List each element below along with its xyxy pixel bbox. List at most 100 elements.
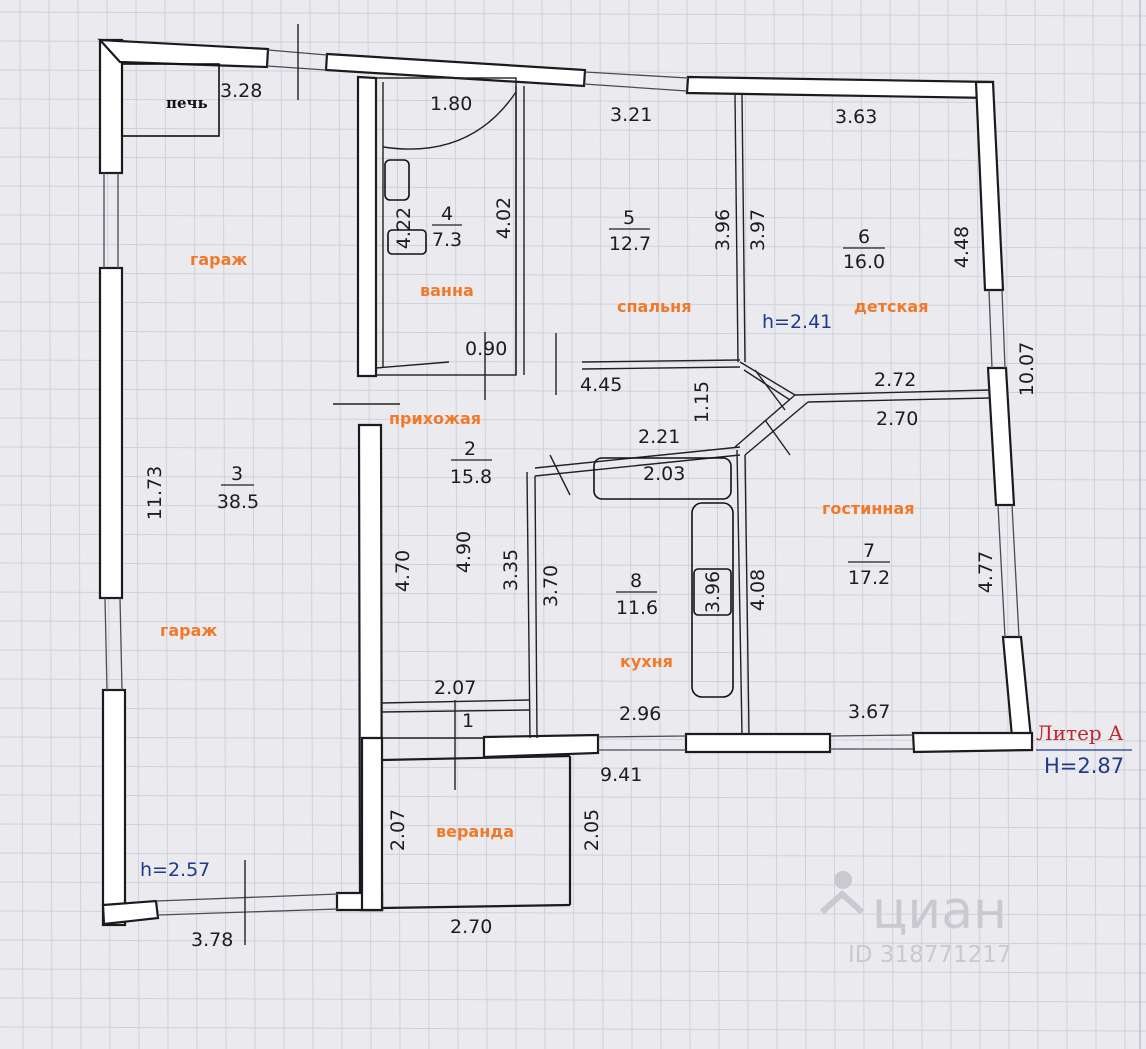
grid-line	[0, 214, 1146, 220]
dim-hall-490: 4.90	[453, 531, 475, 573]
dim-bed-top: 3.21	[610, 104, 652, 126]
grid-line	[0, 156, 1146, 162]
dim-kit-221: 2.21	[638, 426, 680, 448]
dim-bath-right: 4.02	[493, 197, 515, 239]
grid-line	[0, 939, 1146, 945]
dim-lr-bottom: 3.67	[848, 701, 890, 723]
dim-bath-left: 4.22	[393, 207, 415, 249]
room-number-6: 6	[858, 226, 870, 248]
dim-tick-7	[549, 454, 571, 496]
grid-line	[628, 0, 633, 1049]
room-area-3: 38.5	[217, 491, 259, 513]
grid-line	[135, 0, 140, 1049]
grid-line	[251, 0, 256, 1049]
total-height: H=2.87	[1044, 754, 1124, 778]
grid-line	[1121, 0, 1126, 1049]
watermark: циан ID 318771217	[819, 871, 1012, 968]
dim-lr-272: 2.72	[874, 369, 916, 391]
bath-bottom-wall	[375, 361, 450, 369]
dim-ver-left: 2.07	[387, 809, 409, 851]
room-name-bath: ванна	[420, 281, 474, 300]
grid-line	[164, 0, 169, 1049]
dim-kit-bottom: 2.96	[619, 703, 661, 725]
kitchen-left-wall	[526, 471, 531, 739]
dim-kids-left: 3.97	[747, 209, 769, 251]
grid-line	[48, 0, 53, 1049]
grid-line	[802, 0, 807, 1049]
window-south-2	[829, 734, 914, 737]
grid-line	[686, 0, 691, 1049]
grid-line	[512, 0, 517, 1049]
grid-line	[454, 0, 459, 1049]
wall-north-2	[685, 75, 995, 100]
grid-line	[0, 185, 1146, 191]
grid-line	[0, 40, 1146, 46]
grid-line	[0, 997, 1146, 1003]
room-number-2: 2	[464, 438, 476, 460]
grid-line	[1005, 0, 1010, 1049]
room-area-6: 16.0	[843, 251, 885, 273]
dim-tick-8	[754, 369, 786, 411]
dim-ver-bottom: 2.70	[450, 916, 492, 938]
window-east-1b	[1001, 289, 1006, 369]
room-area-7: 17.2	[848, 567, 890, 589]
dim-east-total: 10.07	[1016, 342, 1038, 396]
dim-garage-bottom: 3.78	[191, 929, 233, 951]
grid-line	[773, 0, 778, 1049]
room-name-living: гостинная	[822, 499, 915, 518]
bath-fixture-1	[384, 159, 410, 201]
grid-line	[0, 504, 1146, 510]
house-height: h=2.41	[762, 311, 832, 333]
dim-door-090: 0.90	[465, 338, 507, 360]
grid-line	[889, 0, 894, 1049]
kitchen-right-wall	[736, 449, 743, 736]
dim-kit-counter: 2.03	[643, 463, 685, 485]
grid-line	[309, 0, 314, 1049]
kitchen-right-wall-2	[744, 454, 750, 736]
grid-line	[193, 0, 198, 1049]
grid-line	[425, 0, 430, 1049]
room-number-7: 7	[863, 540, 875, 562]
window-east-2b	[1011, 504, 1020, 638]
dim-ver-right: 2.05	[581, 809, 603, 851]
grid-line	[570, 0, 575, 1049]
wall-south-2	[684, 732, 832, 754]
wall-west-2	[98, 266, 124, 600]
grid-line	[0, 475, 1146, 481]
dim-lr-270: 2.70	[876, 408, 918, 430]
room-area-4: 7.3	[432, 229, 462, 251]
grid-line	[947, 0, 952, 1049]
room-name-veranda: веранда	[436, 822, 514, 841]
room-name-kids: детская	[854, 297, 928, 316]
bedroom-kids-wall	[734, 94, 739, 363]
room-name-garage-1: гараж	[190, 250, 247, 269]
dim-lr-477: 4.77	[975, 551, 997, 593]
dim-hall-335: 3.35	[500, 549, 522, 591]
dim-kids-top: 3.63	[835, 106, 877, 128]
grid-line	[483, 0, 488, 1049]
grid-line	[0, 98, 1146, 104]
room-area-5: 12.7	[609, 233, 651, 255]
bath-fixture-2	[387, 229, 427, 255]
wall-east-2	[986, 366, 1016, 507]
watermark-id: ID 318771217	[848, 942, 1012, 968]
bedroom-kids-wall-2	[741, 94, 746, 363]
grid-line	[1034, 0, 1039, 1049]
kitchen-counter-long	[691, 502, 734, 698]
grid-line	[0, 910, 1146, 916]
grid-line	[976, 0, 981, 1049]
wall-north-garage	[97, 38, 270, 69]
kitchen-counter	[593, 457, 732, 500]
window-garage-southb	[157, 908, 339, 916]
grid-line	[860, 0, 865, 1049]
dim-hall-470: 4.70	[392, 550, 414, 592]
room-area-8: 11.6	[616, 597, 658, 619]
bath-door-swing	[382, 91, 517, 150]
grid-line	[338, 0, 343, 1049]
room-number-4: 4	[441, 203, 453, 225]
room-number-3: 3	[231, 463, 243, 485]
room-name-garage-2: гараж	[160, 621, 217, 640]
grid-line	[541, 0, 546, 1049]
grid-line	[0, 301, 1146, 307]
